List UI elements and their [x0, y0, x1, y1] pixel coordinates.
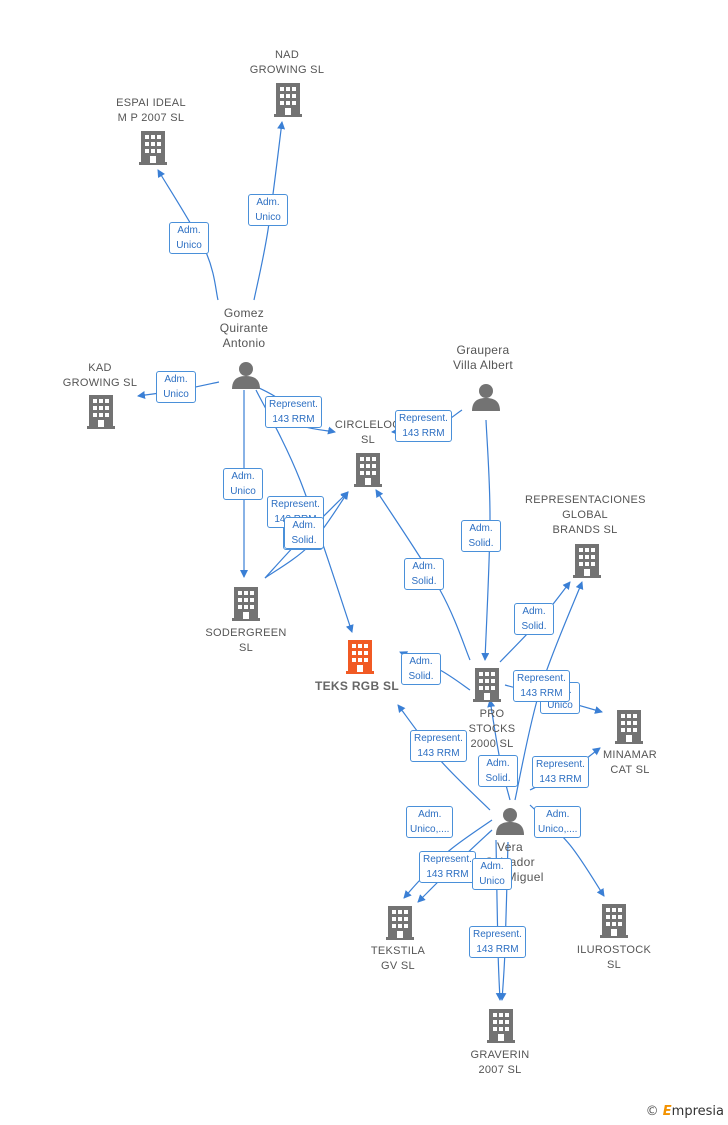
- espai-label[interactable]: ESPAI IDEAL M P 2007 SL: [116, 97, 186, 124]
- edge-label-vera-to-minamar[interactable]: Represent. 143 RRM: [532, 756, 589, 788]
- prostocks-label[interactable]: PRO STOCKS 2000 SL: [468, 708, 516, 750]
- brand-name: mpresia: [671, 1104, 724, 1119]
- edge-label-vera-to-repglobal[interactable]: Represent. 143 RRM: [513, 670, 570, 702]
- edge-label-gomez-to-circlelog[interactable]: Represent. 143 RRM: [265, 396, 322, 428]
- edge-label-prostocks-to-teks[interactable]: Adm. Solid.: [401, 653, 441, 685]
- graverin-label[interactable]: GRAVERIN 2007 SL: [470, 1049, 530, 1076]
- kad-label[interactable]: KAD GROWING SL: [62, 362, 138, 389]
- edge-label-gomez-to-espai[interactable]: Adm. Unico: [248, 194, 288, 226]
- teks-label[interactable]: TEKS RGB SL: [315, 679, 399, 693]
- minamar-label[interactable]: MINAMAR CAT SL: [602, 749, 658, 776]
- copyright-icon: ©: [645, 1104, 659, 1119]
- graupera-person-icon[interactable]: [472, 384, 500, 411]
- prostocks-building-icon[interactable]: [473, 668, 501, 702]
- edge-label-vera-to-tekstila[interactable]: Adm. Unico,....: [406, 806, 454, 838]
- vera-person-icon[interactable]: [496, 808, 524, 835]
- gomez-person-icon[interactable]: [232, 362, 260, 389]
- teks-building-icon[interactable]: [346, 640, 374, 674]
- nad-building-icon[interactable]: [274, 83, 302, 117]
- edge-label-prostocks-to-circlelog[interactable]: Adm. Solid.: [404, 558, 444, 590]
- sodergreen-label[interactable]: SODERGREEN SL: [205, 627, 287, 654]
- circlelog-building-icon[interactable]: [354, 453, 382, 487]
- edge-label-gomez-to-sodergreen[interactable]: Adm. Unico: [223, 468, 263, 500]
- edge-label-prostocks-to-repglobal[interactable]: Adm. Solid.: [514, 603, 554, 635]
- repglobal-building-icon[interactable]: [573, 544, 601, 578]
- edge-label-vera-to-graverin[interactable]: Adm. Unico: [472, 858, 512, 890]
- repglobal-label[interactable]: REPRESENTACIONES GLOBAL BRANDS SL: [525, 494, 646, 536]
- edge-label-vera-to-tekstila[interactable]: Represent. 143 RRM: [419, 851, 476, 883]
- espai-building-icon[interactable]: [139, 131, 167, 165]
- edge-label-gomez-to-kad[interactable]: Adm. Unico: [156, 371, 196, 403]
- edge-label-vera-to-teks[interactable]: Represent. 143 RRM: [410, 730, 467, 762]
- ilurostock-label[interactable]: ILUROSTOCK SL: [576, 944, 652, 971]
- circlelog-label[interactable]: CIRCLELOG SL: [334, 419, 402, 446]
- edge-label-vera-to-prostocks[interactable]: Adm. Solid.: [478, 755, 518, 787]
- brand-initial: E: [662, 1104, 672, 1119]
- graupera-label[interactable]: Graupera Villa Albert: [452, 343, 514, 372]
- minamar-building-icon[interactable]: [615, 710, 643, 744]
- nad-label[interactable]: NAD GROWING SL: [249, 49, 325, 76]
- gomez-label[interactable]: Gomez Quirante Antonio: [219, 306, 269, 350]
- edge-gomez-to-espai: [253, 121, 286, 301]
- tekstila-label[interactable]: TEKSTILA GV SL: [370, 945, 426, 972]
- kad-building-icon[interactable]: [87, 395, 115, 429]
- tekstila-building-icon[interactable]: [386, 906, 414, 940]
- empresia-logo[interactable]: © Empresia: [646, 1104, 724, 1119]
- edge-label-vera-to-graverin[interactable]: Represent. 143 RRM: [469, 926, 526, 958]
- sodergreen-building-icon[interactable]: [232, 587, 260, 621]
- edge-label-vera-to-ilurostock[interactable]: Adm. Unico,....: [534, 806, 582, 838]
- edge-label-graupera-to-circlelog[interactable]: Represent. 143 RRM: [395, 410, 452, 442]
- edge-label-gomez-to-nad[interactable]: Adm. Unico: [169, 222, 209, 254]
- edge-label-graupera-to-prostocks[interactable]: Adm. Solid.: [461, 520, 501, 552]
- graverin-building-icon[interactable]: [487, 1009, 515, 1043]
- edge-label-sodergreen-to-circlelog[interactable]: Adm. Solid.: [284, 517, 324, 549]
- ilurostock-building-icon[interactable]: [600, 904, 628, 938]
